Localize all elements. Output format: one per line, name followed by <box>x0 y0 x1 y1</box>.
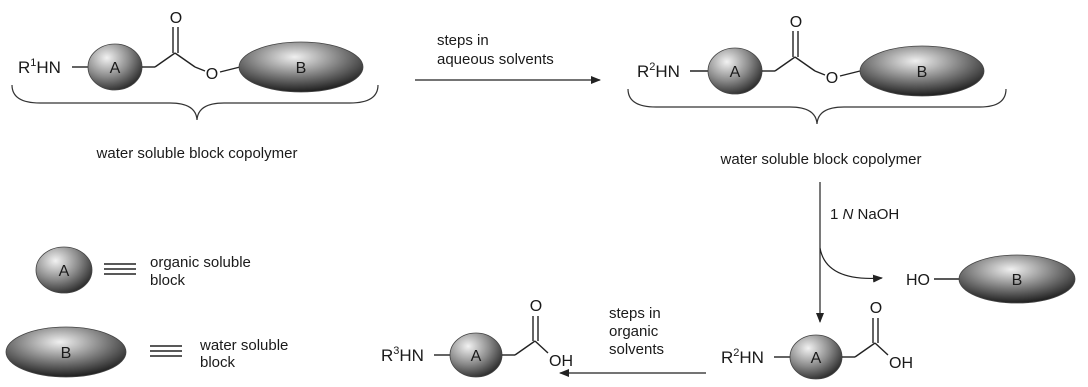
molecule-r2-copolymer: R2HN A O O B water soluble block copolym… <box>627 14 1007 168</box>
legend-a-text-line1: organic soluble <box>150 254 251 271</box>
arrow-aqueous-steps: steps in aqueous solvents <box>415 32 601 84</box>
legend-block-b: B water soluble block <box>5 326 288 378</box>
block-a-sphere: A <box>789 334 843 380</box>
r2-acid-group-label: R2HN <box>721 347 764 367</box>
carbonyl-oxygen: O <box>170 10 182 27</box>
copolymer-caption-2: water soluble block copolymer <box>720 151 922 168</box>
block-a-label: A <box>811 350 822 367</box>
r3-group-label: R3HN <box>381 345 424 365</box>
arrow2-reagent-label: 1 N NaOH <box>830 206 899 223</box>
block-a-label: A <box>471 348 482 365</box>
legend-b-text-line2: block <box>200 354 236 371</box>
arrow-organic-steps: steps in organic solvents <box>559 305 706 377</box>
block-a-label: A <box>730 64 741 81</box>
r1-group-label: R1HN <box>18 57 61 77</box>
molecule-r1-copolymer: R1HN A O O B water soluble block copolym… <box>11 10 379 162</box>
ho-label: HO <box>906 272 930 289</box>
brace-2 <box>627 88 1007 125</box>
block-b-label: B <box>917 64 928 81</box>
acid-carbonyl-oxygen: O <box>530 298 542 315</box>
copolymer-caption-1: water soluble block copolymer <box>96 145 298 162</box>
brace-1 <box>11 84 379 121</box>
arrow1-label-line1: steps in <box>437 32 489 49</box>
ester-oxygen: O <box>206 66 218 83</box>
block-a-sphere: A <box>449 332 503 378</box>
legend-block-a: A organic soluble block <box>35 246 251 294</box>
arrow-naoh-cleavage: 1 N NaOH <box>816 182 899 323</box>
molecule-r2-acid: R2HN A O OH <box>721 300 913 380</box>
acid-oh-label: OH <box>889 355 913 372</box>
arrow3-label-line1: steps in <box>609 305 661 322</box>
arrow1-label-line2: aqueous solvents <box>437 51 554 68</box>
block-b-ellipse: B <box>958 254 1076 304</box>
block-b-label: B <box>296 60 307 77</box>
hydroxy-block-b: HO B <box>906 254 1076 304</box>
acid-oh-label: OH <box>549 353 573 370</box>
block-b-label: B <box>1012 272 1023 289</box>
legend-a-symbol: A <box>59 263 70 280</box>
block-a-sphere: A <box>87 43 143 91</box>
acid-carbonyl-oxygen: O <box>870 300 882 317</box>
legend-a-text-line2: block <box>150 272 186 289</box>
carbonyl-oxygen: O <box>790 14 802 31</box>
block-b-ellipse: B <box>238 41 364 93</box>
molecule-r3-acid: R3HN A O OH <box>381 298 573 378</box>
block-b-ellipse: B <box>859 45 985 97</box>
ester-oxygen: O <box>826 70 838 87</box>
block-a-label: A <box>110 60 121 77</box>
r2-group-label: R2HN <box>637 61 680 81</box>
legend-b-symbol: B <box>61 345 72 362</box>
block-a-sphere: A <box>707 47 763 95</box>
arrow3-label-line3: solvents <box>609 341 664 358</box>
arrow3-label-line2: organic <box>609 323 659 340</box>
legend-b-text-line1: water soluble <box>199 337 288 354</box>
